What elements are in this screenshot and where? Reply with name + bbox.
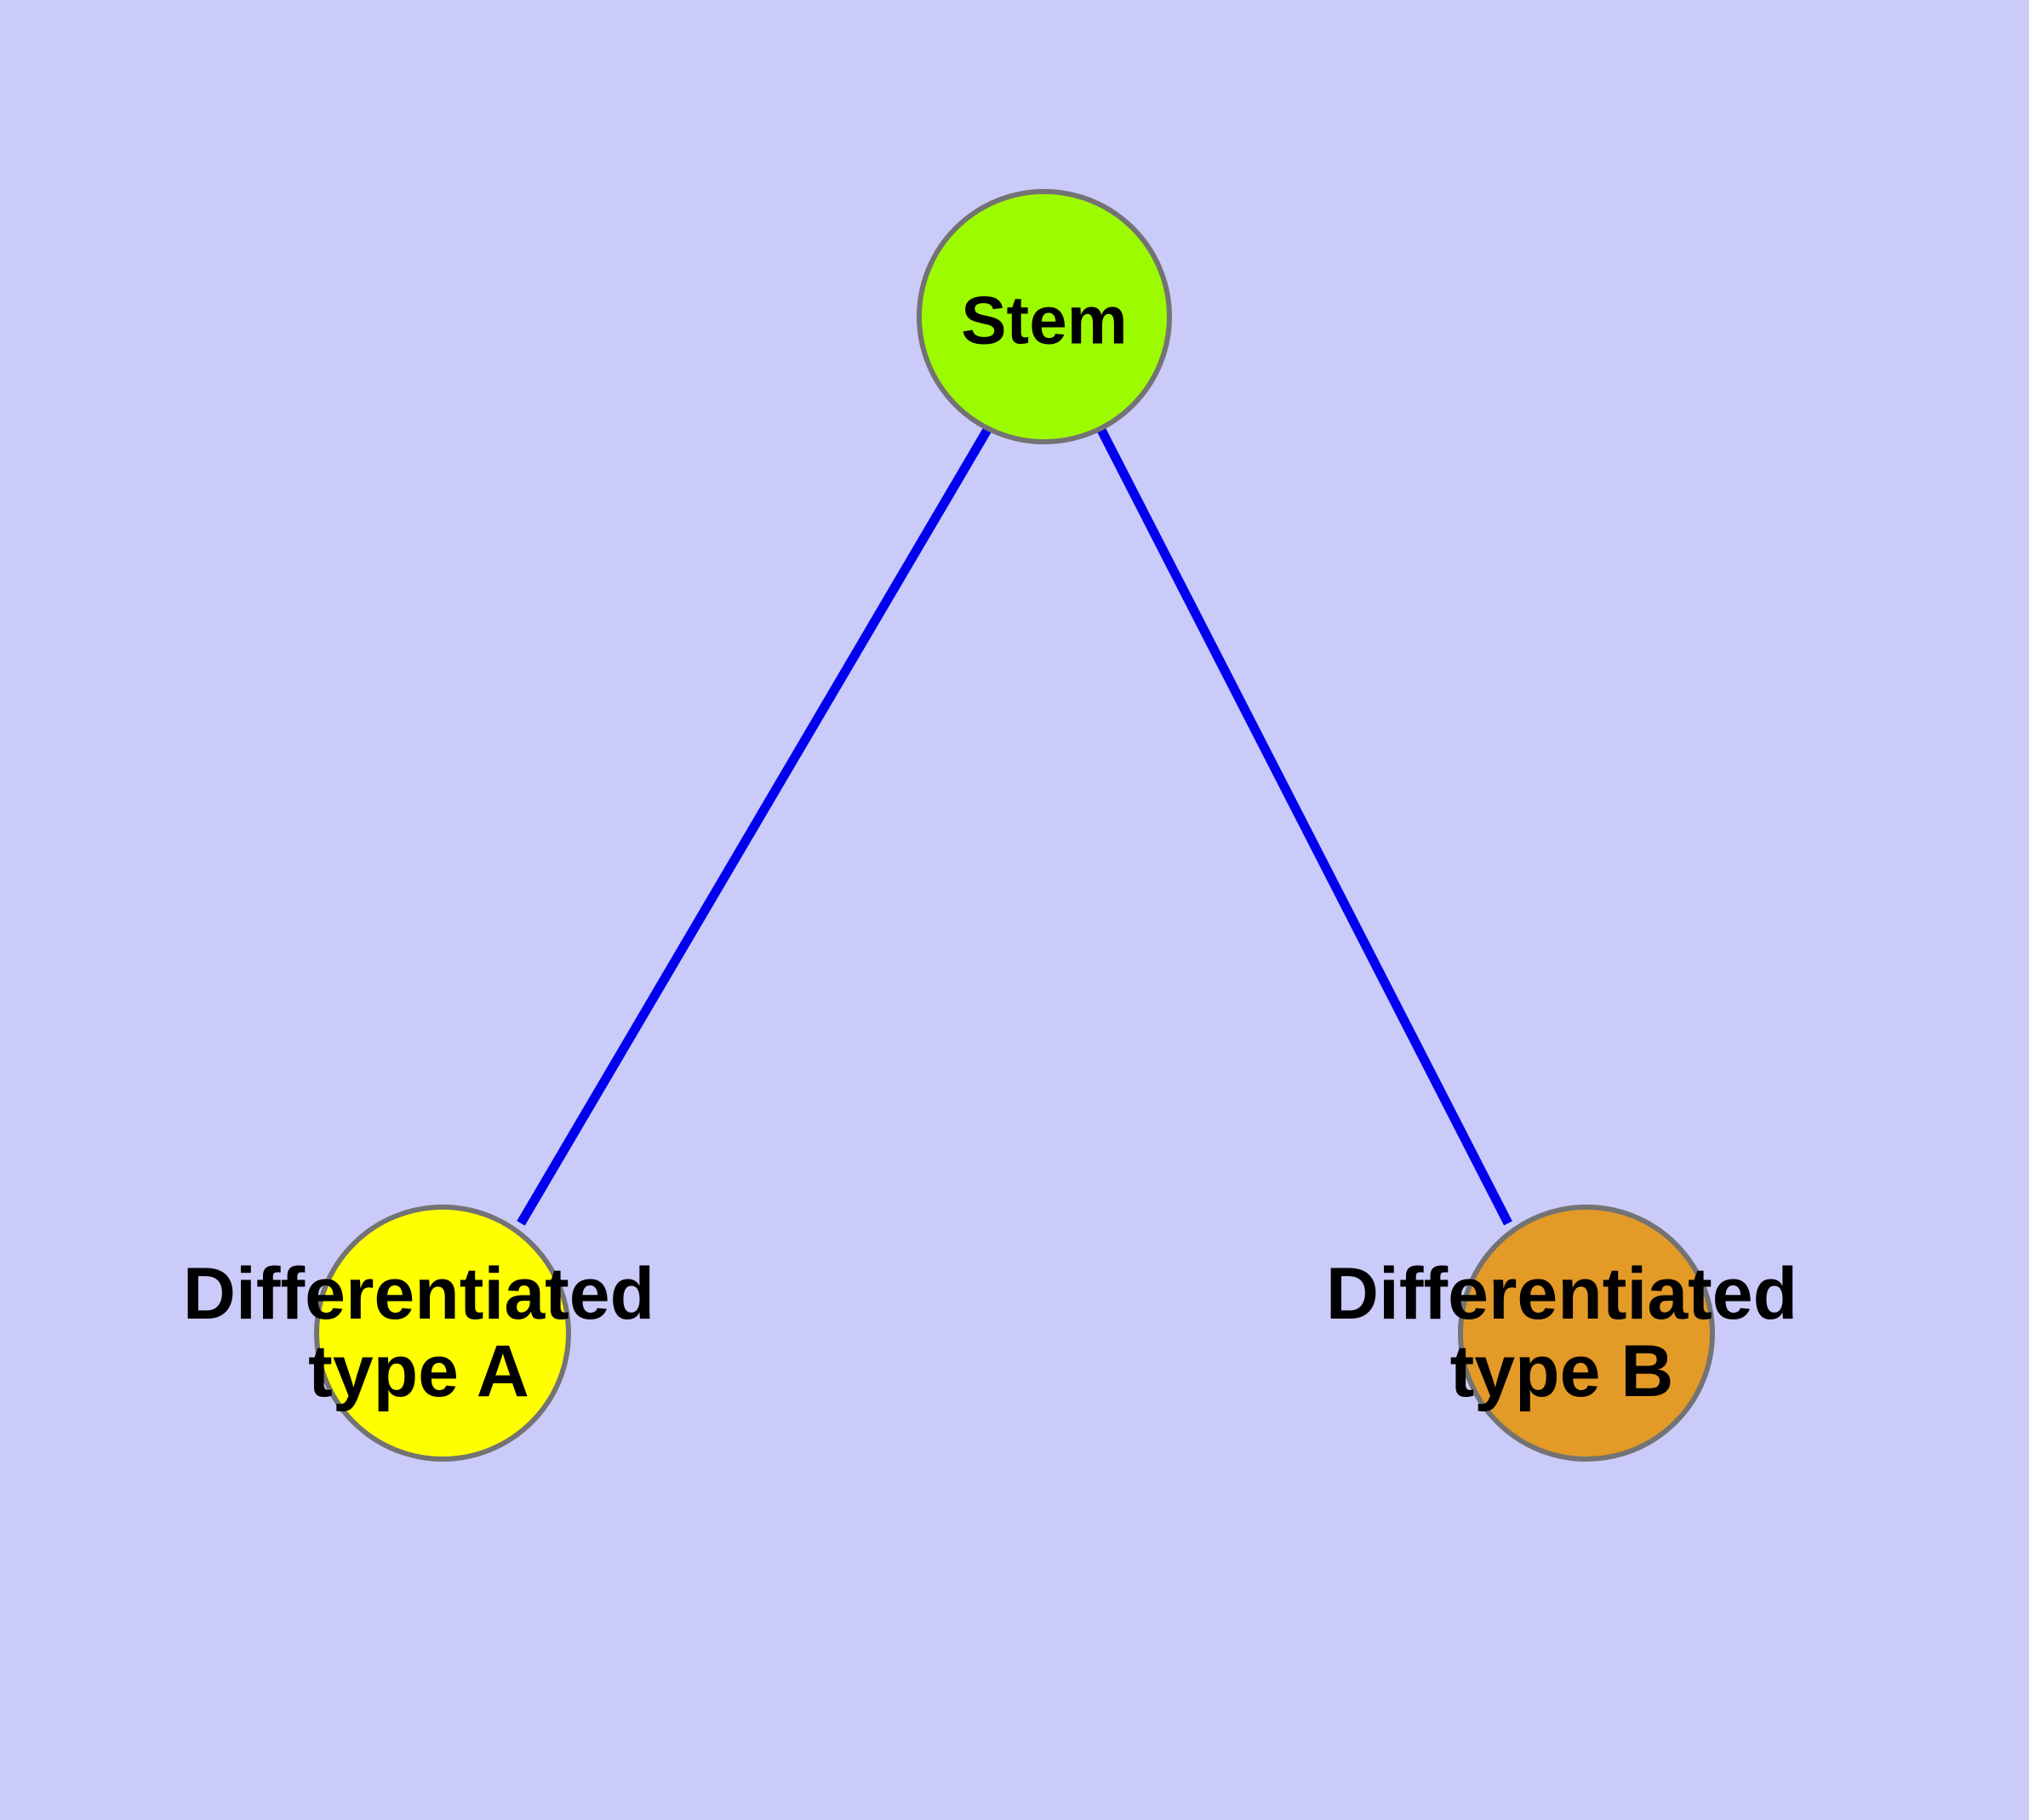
graph-node-stem[interactable] xyxy=(917,189,1172,444)
edge-layer xyxy=(517,427,1512,1226)
graph-edge[interactable] xyxy=(1097,427,1512,1226)
node-layer xyxy=(314,189,1715,1462)
graph-edge[interactable] xyxy=(517,427,992,1226)
graph-node-diff-a[interactable] xyxy=(314,1205,571,1462)
graph-node-diff-b[interactable] xyxy=(1458,1205,1715,1462)
